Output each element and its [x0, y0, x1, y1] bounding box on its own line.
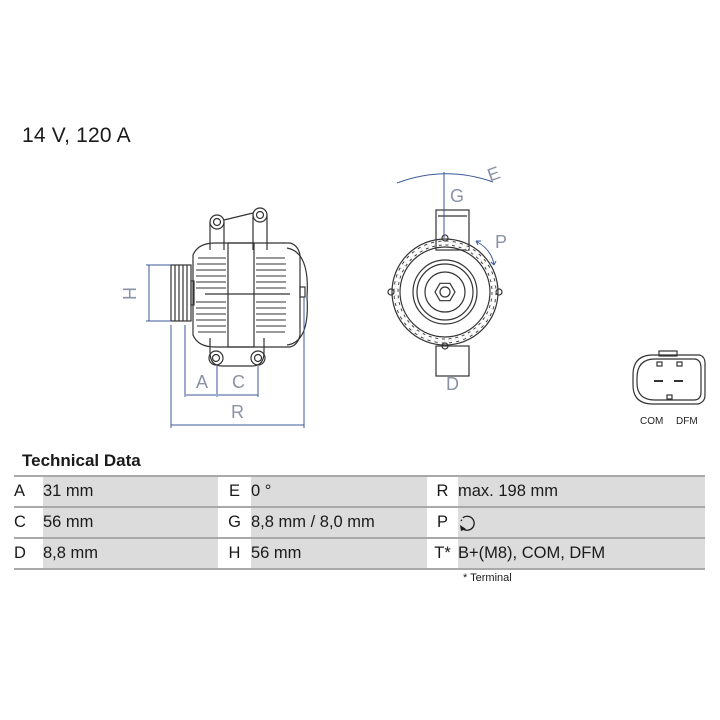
- spec-label: D: [14, 537, 43, 570]
- dim-label-a: A: [196, 372, 208, 392]
- table-row: A 31 mm E 0 ° R max. 198 mm: [14, 475, 705, 507]
- dim-label-c: C: [232, 372, 245, 392]
- front-view-dimension-labels: E G P D: [446, 162, 507, 394]
- spec-label: R: [427, 475, 458, 507]
- alternator-drawing: H A C R E G P D: [119, 162, 706, 428]
- spec-label: P: [427, 506, 458, 538]
- footnote: * Terminal: [463, 572, 512, 584]
- spec-label: A: [14, 475, 43, 507]
- spec-label: G: [218, 506, 251, 538]
- dim-label-r: R: [231, 402, 244, 422]
- spec-value: B+(M8), COM, DFM: [458, 537, 705, 570]
- spec-value-rotation: [458, 506, 705, 538]
- side-view-dimension-labels: H A C R: [119, 287, 245, 422]
- spec-value: max. 198 mm: [458, 475, 705, 507]
- spec-value: 56 mm: [43, 506, 218, 538]
- spec-value: 56 mm: [251, 537, 427, 570]
- spec-value: 8,8 mm / 8,0 mm: [251, 506, 427, 538]
- connector-diagram: [632, 350, 706, 405]
- side-view-dimensions: [146, 264, 305, 428]
- spec-label: E: [218, 475, 251, 507]
- front-view-dimensions: [396, 172, 497, 266]
- table-row: D 8,8 mm H 56 mm T* B+(M8), COM, DFM: [14, 537, 705, 570]
- spec-value: 0 °: [251, 475, 427, 507]
- dim-label-e: E: [485, 162, 503, 185]
- spec-value: 8,8 mm: [43, 537, 218, 570]
- spec-label: T*: [427, 537, 458, 570]
- dim-label-d: D: [446, 374, 459, 394]
- spec-value: 31 mm: [43, 475, 218, 507]
- spec-label: C: [14, 506, 43, 538]
- technical-data-table: A 31 mm E 0 ° R max. 198 mm C 56 mm G 8,…: [14, 475, 705, 570]
- spec-label: H: [218, 537, 251, 570]
- dim-label-h: H: [119, 287, 139, 300]
- front-view: [387, 209, 503, 377]
- rotation-clockwise-icon: [460, 515, 475, 531]
- table-row: C 56 mm G 8,8 mm / 8,0 mm P: [14, 506, 705, 538]
- dim-label-p: P: [495, 232, 507, 252]
- connector-label-com: COM: [640, 416, 664, 427]
- dim-label-g: G: [450, 186, 464, 206]
- connector-label-dfm: DFM: [676, 416, 698, 427]
- product-title: 14 V, 120 A: [22, 124, 131, 147]
- technical-data-title: Technical Data: [22, 451, 141, 470]
- side-view: [170, 207, 308, 367]
